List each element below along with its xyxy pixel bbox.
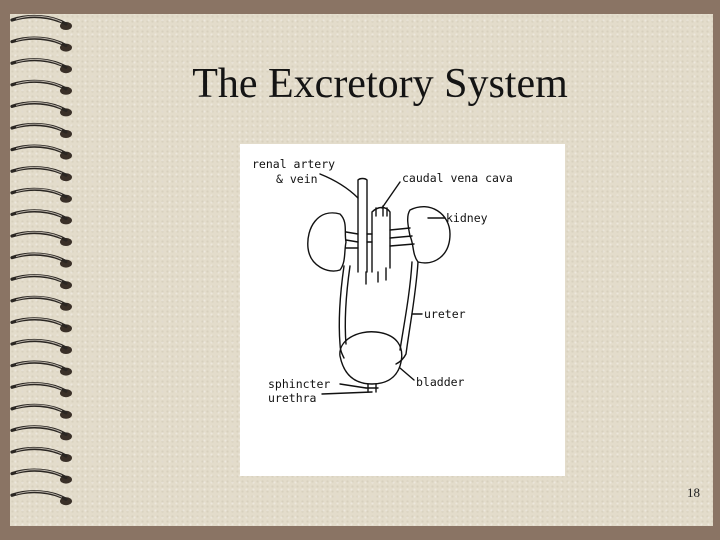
spiral-ring — [10, 338, 72, 354]
spiral-ring — [10, 79, 72, 95]
spiral-ring — [10, 490, 72, 506]
label-bladder: bladder — [416, 375, 465, 389]
right-kidney — [407, 205, 451, 264]
spiral-ring — [10, 382, 72, 398]
left-ureter — [338, 265, 345, 359]
spiral-ring — [10, 58, 72, 74]
leader-urethra — [321, 391, 373, 395]
diagram-drawing: renal artery & vein caudal vena cava kid… — [252, 157, 513, 405]
leader-sphincter — [339, 383, 367, 389]
spiral-ring — [10, 425, 72, 441]
spiral-ring — [10, 36, 72, 52]
spiral-ring — [10, 101, 72, 117]
urethra — [365, 383, 379, 393]
spiral-ring — [10, 144, 72, 160]
left-kidney — [307, 212, 347, 272]
slide-title: The Excretory System — [192, 61, 568, 107]
spiral-ring — [10, 252, 72, 268]
excretory-system-diagram: renal artery & vein caudal vena cava kid… — [240, 144, 565, 476]
spiral-binding-icon — [10, 14, 72, 506]
spiral-ring — [10, 166, 72, 182]
spiral-ring — [10, 14, 72, 30]
spiral-ring — [10, 403, 72, 419]
label-caudal-vena-cava: caudal vena cava — [402, 171, 513, 185]
label-sphincter: sphincter — [268, 377, 330, 391]
leader-bladder — [399, 367, 415, 381]
bladder — [339, 331, 403, 385]
spiral-ring — [10, 209, 72, 225]
label-urethra: urethra — [268, 391, 316, 405]
label-renal-artery: renal artery — [252, 157, 335, 171]
vena-cava-vessel — [371, 206, 391, 273]
label-ureter: ureter — [424, 307, 466, 321]
label-kidney: kidney — [446, 211, 488, 225]
renal-artery-vessel — [357, 177, 368, 273]
spiral-ring — [10, 230, 72, 246]
spiral-ring — [10, 274, 72, 290]
page-number: 18 — [687, 485, 700, 500]
spiral-ring — [10, 317, 72, 333]
spiral-ring — [10, 187, 72, 203]
right-ureter — [395, 261, 419, 365]
spiral-ring — [10, 360, 72, 376]
spiral-ring — [10, 468, 72, 484]
spiral-ring — [10, 295, 72, 311]
leader-renal-artery — [319, 173, 359, 199]
label-vein: & vein — [276, 172, 318, 186]
spiral-ring — [10, 446, 72, 462]
leader-vena-cava — [381, 181, 401, 209]
spiral-ring — [10, 122, 72, 138]
